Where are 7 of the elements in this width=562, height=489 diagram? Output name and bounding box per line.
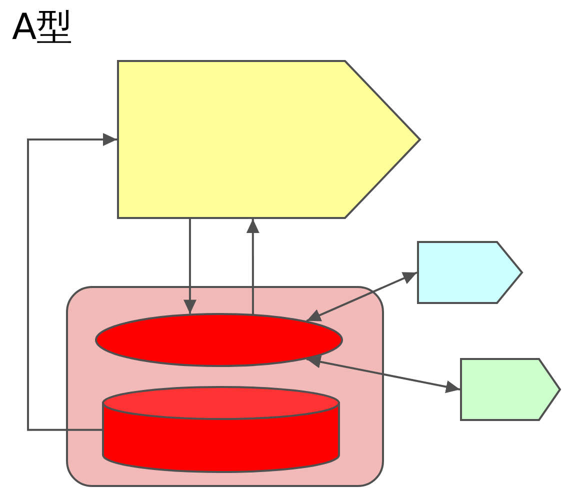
arrow	[183, 219, 196, 314]
arrow	[246, 219, 260, 314]
arrow	[306, 272, 418, 322]
diagram-title: A型	[12, 6, 73, 50]
arrow	[306, 355, 460, 394]
arrow	[27, 133, 117, 431]
container-panel	[66, 286, 384, 487]
